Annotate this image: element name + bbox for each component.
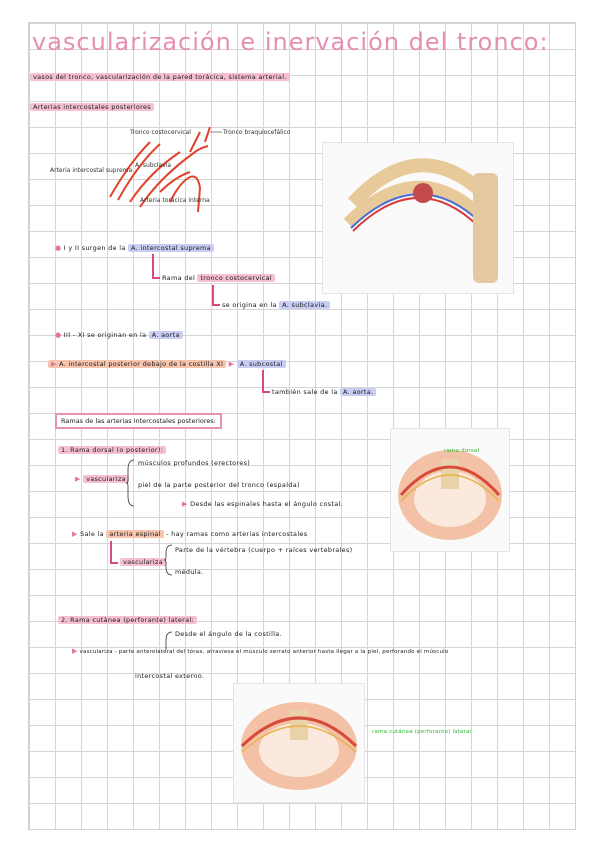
brace-2 <box>164 544 173 576</box>
arteria-espinal-line: ▶ Sale la arteria espinal - hay ramas co… <box>72 530 308 538</box>
vasculariza-2: vasculariza <box>120 558 166 566</box>
r3-vasculariza: ▶ vasculariza - parte anterolateral del … <box>72 647 449 655</box>
label-subclavia: A. subclavia <box>135 162 171 169</box>
rama-dorsal-heading: 1. Rama dorsal (o posterior): <box>58 446 167 454</box>
r2-medula: médula. <box>175 568 204 576</box>
section-heading: Arterias intercostales posteriores <box>30 103 154 111</box>
brace-1 <box>126 459 135 507</box>
label-toracica: Arteria torácica interna <box>140 197 210 204</box>
line-origina: se origina en la A. subclavia. <box>222 301 331 309</box>
page-title: vascularización e inervación del tronco: <box>32 28 549 56</box>
ramas-box: Ramas de las arterias intercostales post… <box>55 413 223 429</box>
r3-desde: Desde el ángulo de la costilla. <box>175 630 282 638</box>
label-costocervical: Tronco costocervical <box>129 129 191 136</box>
thorax-dorsal-illustration <box>398 450 502 540</box>
r1-desde: ▶ Desde las espinales hasta el ángulo co… <box>182 500 343 508</box>
thorax-cutanea-illustration <box>240 702 358 790</box>
r3-intercostal: intercostal externo. <box>135 672 205 680</box>
line-i-ii: ● I y II surgen de la A. intercostal sup… <box>55 244 214 252</box>
brace-3 <box>165 631 173 650</box>
rib-illustration <box>343 158 498 283</box>
r1-musculos: músculos profundos (erectores) <box>138 459 251 467</box>
artery-sketch: Tronco costocervical Tronco braquiocefál… <box>50 126 291 213</box>
line-tambien: también sale de la A. aorta. <box>272 388 377 396</box>
r2-vertebra: Parte de la vértebra (cuerpo + raíces ve… <box>175 546 353 554</box>
rama-cutanea-heading: 2. Rama cutánea (perforante) lateral: <box>58 616 198 624</box>
label-braquio: Tronco braquiocefálico <box>222 129 291 136</box>
thorax-figure-cutanea <box>233 683 365 803</box>
vasculariza-1: ▶ vasculariza <box>75 475 129 483</box>
fig3-label: rama cutánea (perforante) lateral <box>372 729 472 735</box>
label-suprema: Arteria intercostal suprema <box>50 167 132 174</box>
subtitle: vasos del tronco, vascularización de la … <box>30 73 290 81</box>
rib-anatomy-figure <box>322 142 514 294</box>
line-iii-xi: ● III - XI se originan en la A. aorta <box>55 331 183 339</box>
thorax-figure-dorsal <box>390 428 510 552</box>
fig2-label: rama dorsal <box>444 448 480 454</box>
line-rama-del: Rama del tronco costocervical <box>162 274 275 282</box>
r1-piel: piel de la parte posterior del tronco (e… <box>138 481 300 489</box>
line-subcostal: ▶ A. intercostal posterior debajo de la … <box>48 360 286 368</box>
